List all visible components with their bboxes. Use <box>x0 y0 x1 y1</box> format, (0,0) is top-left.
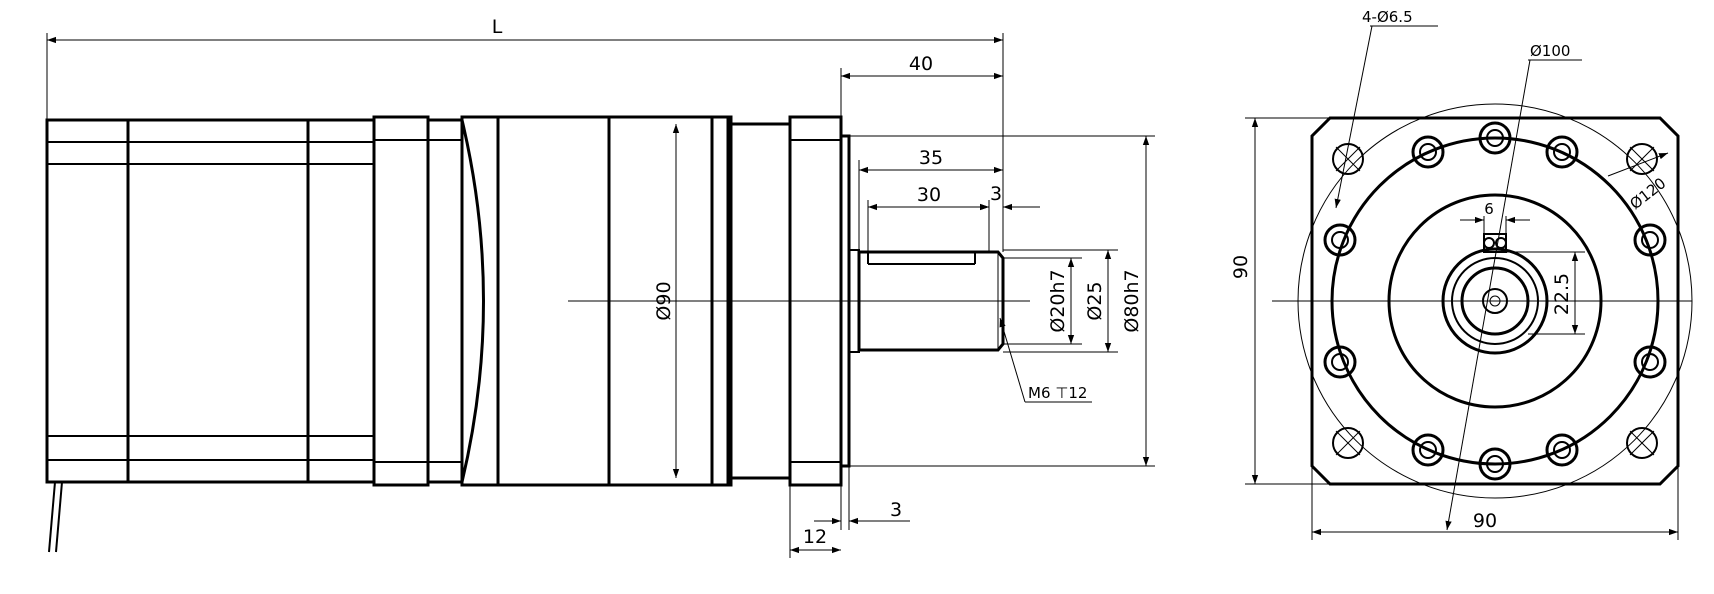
flange-square <box>1310 116 1680 486</box>
dim-pilot-diameter: Ø80h7 <box>1121 269 1143 332</box>
front-view: 4-Ø6.5 Ø100 Ø120 6 22.5 90 90 <box>1230 8 1693 540</box>
label-tapped-hole: M6 ⊤12 <box>1028 384 1087 402</box>
dim-flange-thickness: 12 <box>803 526 827 548</box>
dim-overall-length: L <box>492 16 503 38</box>
dim-shaft-length: 35 <box>919 147 943 169</box>
dim-body-diameter: Ø90 <box>653 281 675 320</box>
dim-shoulder-diameter: Ø25 <box>1084 281 1106 320</box>
dim-height: 90 <box>1230 255 1252 279</box>
dim-shaft-diameter: Ø20h7 <box>1047 269 1069 332</box>
dim-key-width: 6 <box>1484 200 1494 218</box>
dim-pilot-depth: 3 <box>890 499 902 521</box>
dim-flange-to-shaft-end: 40 <box>909 53 933 75</box>
side-view: L 40 35 30 3 Ø90 Ø20h7 Ø25 Ø80h <box>45 16 1155 558</box>
dim-width: 90 <box>1473 510 1497 532</box>
label-mount-holes: 4-Ø6.5 <box>1362 8 1413 26</box>
bolt-holes <box>1323 121 1667 481</box>
motor-body <box>45 118 376 553</box>
label-bolt-circle: Ø100 <box>1530 42 1570 60</box>
corner-mount-holes <box>1332 143 1658 459</box>
dim-key-length: 30 <box>917 184 941 206</box>
dim-key-height: 22.5 <box>1551 273 1573 315</box>
label-outer-circle: Ø120 <box>1626 174 1669 213</box>
dim-key-offset: 3 <box>990 183 1002 205</box>
